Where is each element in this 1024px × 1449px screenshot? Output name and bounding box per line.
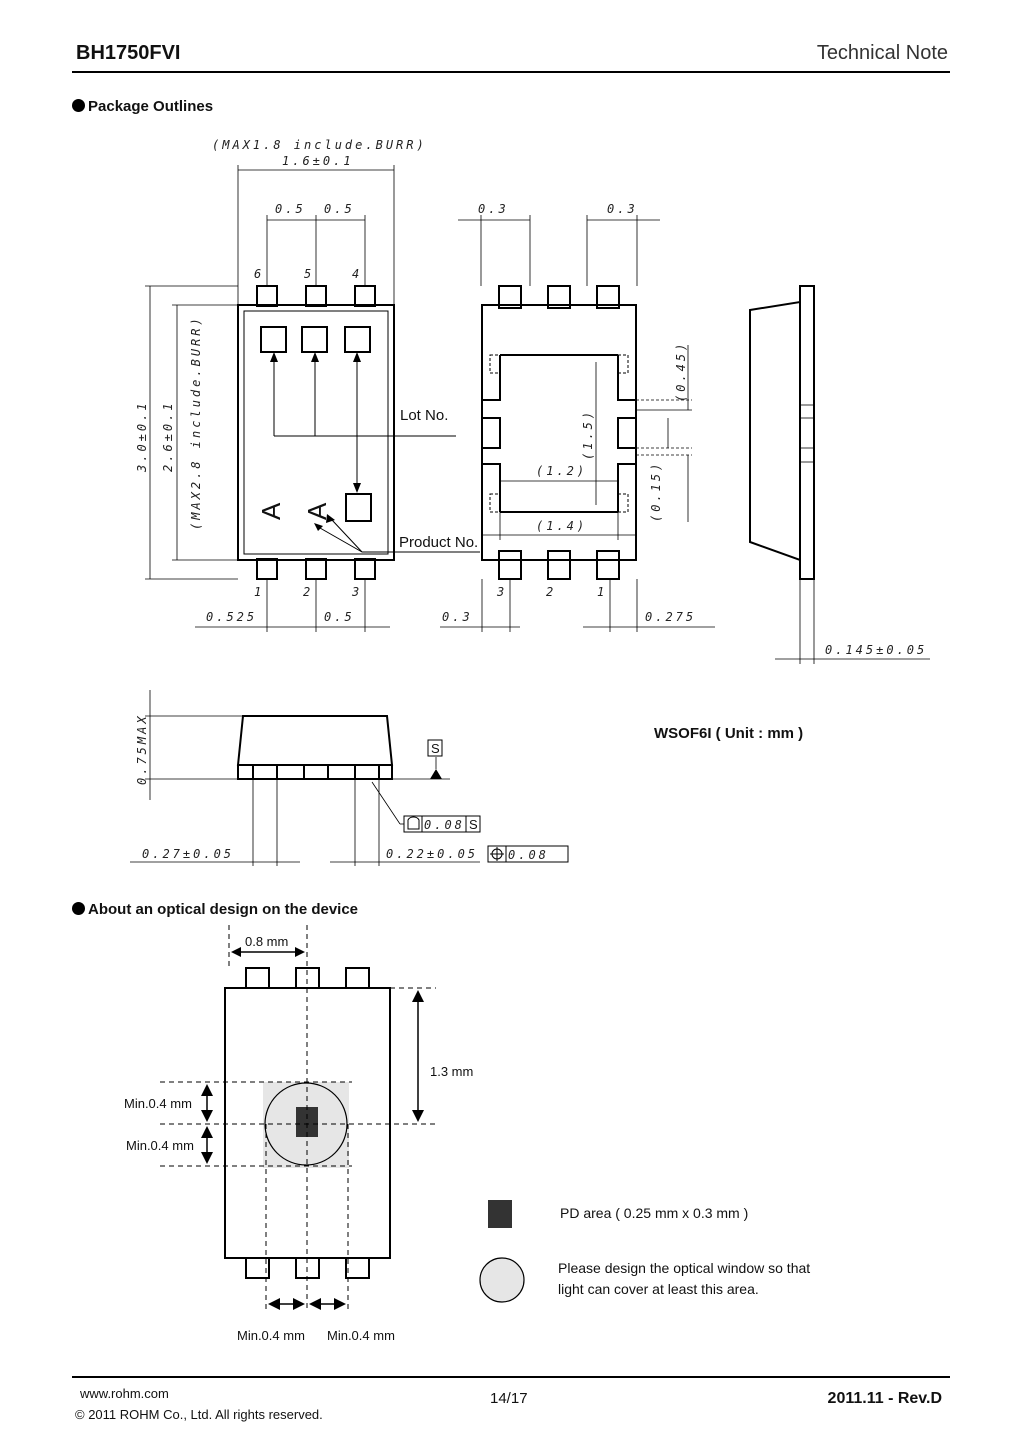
bullet-icon: [72, 99, 85, 112]
pd-area-square: [296, 1107, 318, 1137]
min-left-lower: Min.0.4 mm: [126, 1138, 194, 1153]
dim-pad-14: (1.4): [536, 519, 587, 533]
legend-pd-icon: [488, 1200, 512, 1228]
page-number: 14/17: [490, 1390, 528, 1407]
dim-pitch-a: 0.5: [275, 202, 306, 216]
footer-url[interactable]: www.rohm.com: [80, 1386, 169, 1401]
dim-pad-gap-045: (0.45): [674, 341, 688, 402]
datum-s-label: S: [431, 741, 440, 756]
dim-bottom-left: 0.525: [206, 610, 257, 624]
flatness-value: 0.08: [424, 818, 465, 832]
min-left-upper: Min.0.4 mm: [124, 1096, 192, 1111]
rear-pin-label-3: 3: [496, 585, 504, 599]
optical-design-drawing: 0.8 mm 1.3 mm Min.0.4 mm Min.0.4 mm Min.…: [124, 925, 810, 1343]
dim-pad-top-right: 0.3: [607, 202, 638, 216]
dim-bottom-pitch: 0.5: [324, 610, 355, 624]
package-name: WSOF6I ( Unit : mm ): [654, 725, 803, 742]
dim-max-width-burr: (MAX1.8 include.BURR): [212, 138, 427, 152]
footer-copyright: © 2011 ROHM Co., Ltd. All rights reserve…: [75, 1407, 323, 1422]
legend-window-line1: Please design the optical window so that: [558, 1260, 810, 1276]
product-no-label: Product No.: [399, 534, 478, 551]
marking-letter-1: A: [256, 502, 286, 520]
dim-pad-15: (1.5): [581, 409, 595, 460]
dim-max-height-burr: (MAX2.8 include.BURR): [189, 315, 203, 530]
dim-0-8-mm: 0.8 mm: [245, 934, 288, 949]
rear-pin-label-2: 2: [546, 585, 553, 599]
legend-window-icon: [479, 1257, 525, 1303]
lot-no-label: Lot No.: [400, 407, 448, 424]
section-title-package: Package Outlines: [72, 98, 213, 115]
dim-width: 1.6±0.1: [282, 154, 354, 168]
bullet-icon: [72, 902, 85, 915]
legend-window-line2: light can cover at least this area.: [558, 1281, 759, 1297]
min-bottom-right: Min.0.4 mm: [327, 1328, 395, 1343]
revision: 2011.11 - Rev.D: [827, 1390, 942, 1407]
pin-label-6: 6: [254, 267, 261, 281]
pin-label-3: 3: [351, 585, 359, 599]
package-top-inner: [243, 310, 389, 555]
dim-pad-015: (0.15): [649, 461, 663, 522]
pin-label-4: 4: [352, 267, 359, 281]
dim-height: 3.0±0.1: [135, 400, 149, 473]
dim-lead-left: 0.27±0.05: [142, 847, 234, 861]
dim-pad-top-left: 0.3: [478, 202, 509, 216]
dim-body-height: 2.6±0.1: [161, 400, 175, 472]
dim-pad-12: (1.2): [536, 464, 587, 478]
dim-side-thickness: 0.145±0.05: [825, 643, 927, 657]
position-tolerance: 0.08: [508, 848, 549, 862]
dim-lead-right: 0.22±0.05: [386, 847, 478, 861]
doc-type: Technical Note: [816, 42, 948, 64]
dim-1-3-mm: 1.3 mm: [430, 1064, 473, 1079]
footer-rule: [72, 1376, 950, 1378]
marking-letter-2: A: [302, 502, 332, 520]
rear-pin-label-1: 1: [597, 585, 604, 599]
min-bottom-left: Min.0.4 mm: [237, 1328, 305, 1343]
part-number: BH1750FVI: [76, 42, 181, 64]
pin-label-5: 5: [304, 267, 311, 281]
header-rule: [72, 71, 950, 73]
pin-label-2: 2: [303, 585, 310, 599]
pin-label-1: 1: [254, 585, 261, 599]
package-outline-drawing: A A Lot No. Product No. (MAX1.8 include.…: [130, 138, 930, 866]
dim-pitch-b: 0.5: [324, 202, 355, 216]
dim-pad-bottom-right: 0.275: [645, 610, 696, 624]
dim-pad-bottom-left: 0.3: [442, 610, 473, 624]
legend-pd-label: PD area ( 0.25 mm x 0.3 mm ): [560, 1205, 748, 1221]
dim-max-thickness: 0.75MAX: [135, 713, 149, 785]
flatness-datum: S: [469, 817, 478, 832]
section-title-optical: About an optical design on the device: [72, 901, 358, 918]
